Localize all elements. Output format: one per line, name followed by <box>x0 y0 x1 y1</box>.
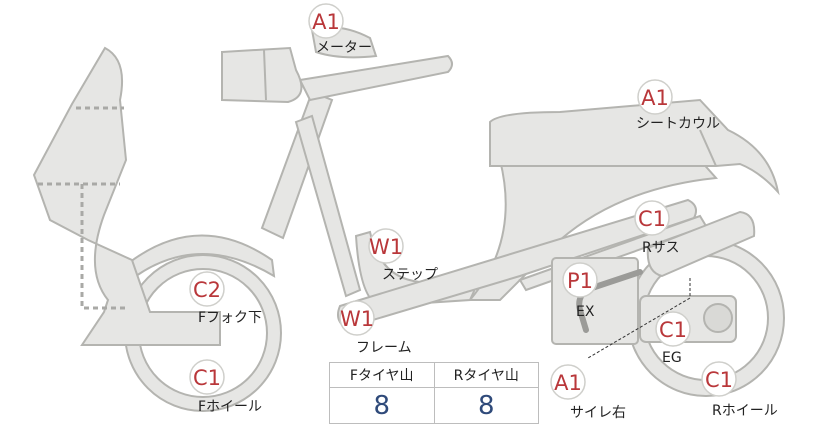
badge-muffler-right: A1 サイレ右 <box>550 364 626 421</box>
leader-line <box>587 278 691 359</box>
rear-suspension <box>646 210 756 278</box>
handlebar <box>298 54 453 102</box>
badge-circle <box>637 79 673 115</box>
badge-label: Rホイール <box>712 403 778 419</box>
badge-circle <box>368 228 404 264</box>
front-tire-value: 8 <box>373 390 391 421</box>
badge-code: A1 <box>312 10 340 34</box>
leg-shield-seam <box>38 106 128 310</box>
front-fender <box>128 234 276 278</box>
badge-code: C1 <box>659 318 687 342</box>
badge-code: C1 <box>638 207 666 231</box>
badge-code: W1 <box>369 235 403 259</box>
badge-step: W1 ステップ <box>368 228 438 283</box>
badge-code: W1 <box>340 307 374 331</box>
badge-code: C2 <box>193 278 221 302</box>
badge-circle <box>189 359 225 395</box>
badge-circle <box>655 311 691 347</box>
badge-code: C1 <box>193 366 221 390</box>
badge-label: Rサス <box>642 240 679 256</box>
tire-table-values: 8 8 <box>330 388 538 423</box>
badge-label: EX <box>576 304 595 320</box>
down-tube <box>294 114 362 298</box>
badge-label: フレーム <box>356 340 412 356</box>
badge-seat-cowl: A1 シートカウル <box>636 79 720 132</box>
badge-circle <box>308 3 344 39</box>
badge-circle <box>562 262 598 298</box>
rear-tire-value: 8 <box>433 388 539 423</box>
badge-label: Fホイール <box>198 399 262 415</box>
badge-label: シートカウル <box>636 116 720 132</box>
badge-circle <box>634 200 670 236</box>
badge-label: メーター <box>316 40 372 56</box>
leg-shield <box>32 46 221 346</box>
badge-code: C1 <box>705 368 733 392</box>
badge-frame: W1 フレーム <box>339 300 412 356</box>
badge-code: A1 <box>554 371 582 395</box>
main-frame <box>337 198 697 330</box>
badge-code: A1 <box>641 86 669 110</box>
badge-label: ステップ <box>382 267 438 283</box>
tire-table-header: Fタイヤ山 Rタイヤ山 <box>330 363 538 388</box>
seat-cowl <box>489 98 780 196</box>
badge-circle <box>189 271 225 307</box>
front-tire-header: Fタイヤ山 <box>349 368 414 384</box>
badge-label: Fフォク下 <box>198 310 262 326</box>
badge-circle <box>701 361 737 397</box>
badge-code: P1 <box>567 269 593 293</box>
badge-meter: A1 メーター <box>308 3 372 56</box>
headlight <box>221 46 303 104</box>
headlight-rim <box>263 49 267 101</box>
badge-label: EG <box>662 350 682 366</box>
tire-tread-table: Fタイヤ山 Rタイヤ山 8 8 <box>329 362 539 424</box>
badge-label: サイレ右 <box>570 405 626 421</box>
rear-axle <box>703 303 733 333</box>
badge-circle <box>339 300 375 336</box>
badge-circle <box>550 364 586 400</box>
rear-tire-header: Rタイヤ山 <box>433 363 539 387</box>
seat-cowl-seam <box>699 129 717 167</box>
